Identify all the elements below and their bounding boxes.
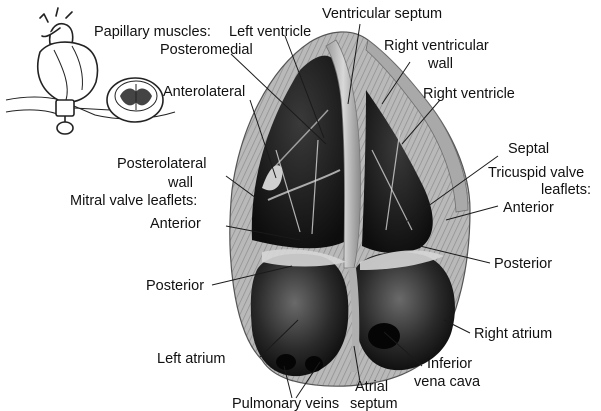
label-papillary-muscles: Papillary muscles: [94, 24, 211, 40]
label-posteromedial: Posteromedial [160, 42, 253, 58]
label-ventricular-septum: Ventricular septum [322, 6, 442, 22]
label-right-atrium: Right atrium [474, 326, 552, 342]
label-posterolateral-wall-line1: Posterolateral [117, 156, 206, 172]
label-tricuspid-anterior: Anterior [503, 200, 554, 216]
label-tricuspid-valve-line1: Tricuspid valve [488, 165, 584, 181]
label-left-ventricle: Left ventricle [229, 24, 311, 40]
label-right-ventricular-wall-line1: Right ventricular [384, 38, 489, 54]
label-mitral-posterior: Posterior [146, 278, 204, 294]
label-tricuspid-posterior: Posterior [494, 256, 552, 272]
label-septal: Septal [508, 141, 549, 157]
label-mitral-valve-leaflets: Mitral valve leaflets: [70, 193, 197, 209]
label-atrial-septum-line2: septum [350, 396, 398, 411]
label-right-ventricle: Right ventricle [423, 86, 515, 102]
label-posterolateral-wall-line2: wall [167, 175, 193, 191]
label-pulmonary-veins: Pulmonary veins [232, 396, 339, 411]
label-left-atrium: Left atrium [157, 351, 226, 367]
label-right-ventricular-wall-line2: wall [427, 56, 453, 72]
label-atrial-septum-line1: Atrial [355, 379, 388, 395]
label-mitral-anterior: Anterior [150, 216, 201, 232]
label-inferior-vena-cava-line1: Inferior [427, 356, 472, 372]
label-inferior-vena-cava-line2: vena cava [414, 374, 481, 390]
label-anterolateral: Anterolateral [163, 84, 245, 100]
label-tricuspid-valve-line2: leaflets: [541, 182, 591, 198]
